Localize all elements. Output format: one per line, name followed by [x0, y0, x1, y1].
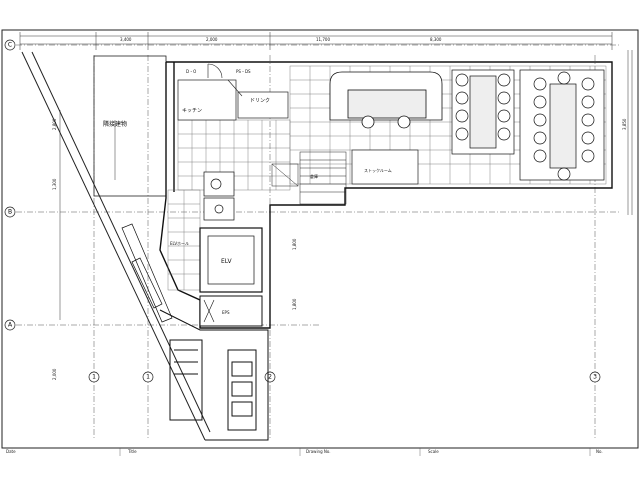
dim-top-seg-2: 2,000	[206, 37, 218, 42]
drink-area	[237, 91, 289, 119]
dim-top-seg-3: 8,300	[430, 37, 442, 42]
grid-bubble-c: C	[4, 39, 16, 51]
elevator-shaft	[199, 227, 263, 293]
eps-room	[199, 295, 263, 327]
title-block-drawing-no: Drawing No.	[306, 449, 331, 454]
do-label: D・O	[186, 69, 196, 74]
title-block-title: Title	[127, 449, 137, 454]
title-block-no: No.	[596, 449, 603, 454]
svg-text:C: C	[8, 42, 12, 49]
kitchen-label: キッチン	[182, 108, 202, 114]
elevator-car	[207, 235, 255, 285]
grid-bubble-3: 3	[589, 371, 601, 383]
booth-seating-a	[451, 69, 515, 155]
stockroom	[351, 149, 419, 185]
svg-text:3: 3	[593, 374, 597, 381]
dim-mid-1: 1,800	[292, 238, 297, 250]
stockroom-label: ストックルーム	[364, 167, 392, 173]
svg-text:1: 1	[146, 374, 150, 381]
title-block: Date Title Drawing No. Scale No.	[6, 448, 603, 456]
eps-label: EPS	[222, 310, 230, 315]
grid-bubble-b: B	[4, 206, 16, 218]
grid-bubble-2: 2	[264, 371, 276, 383]
grid-bubble-1b: 1	[142, 371, 154, 383]
restaurant-outline	[159, 61, 613, 329]
dim-left-3: 2,000	[52, 368, 57, 380]
dim-mid-2: 1,800	[292, 298, 297, 310]
grid-bubble-1a: 1	[88, 371, 100, 383]
drink-label: ドリンク	[250, 98, 270, 104]
restroom-fixtures	[203, 171, 235, 221]
service-corridor	[159, 309, 269, 441]
diagonal-equipment	[121, 223, 173, 323]
ps-ds-label: PS・DS	[236, 69, 251, 74]
svg-text:1: 1	[92, 374, 96, 381]
elevator-label: ELV	[221, 258, 232, 265]
pantry-label: 倉庫	[310, 173, 318, 179]
dim-right-1: 3,850	[622, 118, 627, 130]
svg-text:A: A	[8, 322, 13, 329]
booth-seating-b	[519, 69, 605, 181]
svg-text:B: B	[8, 209, 12, 216]
adjacent-building-label: 隣接建物	[103, 120, 127, 128]
stairs	[271, 151, 347, 205]
dim-left-1: 2,800	[52, 118, 57, 130]
dim-top-seg-1: 3,400	[120, 37, 132, 42]
title-block-date: Date	[6, 449, 16, 454]
title-block-scale: Scale	[428, 449, 439, 454]
dimension-lines	[19, 32, 633, 320]
svg-text:2: 2	[268, 374, 272, 381]
kitchen-area	[177, 79, 237, 121]
grid-bubble-a: A	[4, 319, 16, 331]
booth-central	[329, 71, 443, 129]
elevator-hall-label: ELVホール	[170, 241, 189, 246]
dim-left-2: 1,300	[52, 178, 57, 190]
door-swing-icon	[207, 63, 243, 97]
dim-top-total: 11,700	[316, 37, 330, 42]
